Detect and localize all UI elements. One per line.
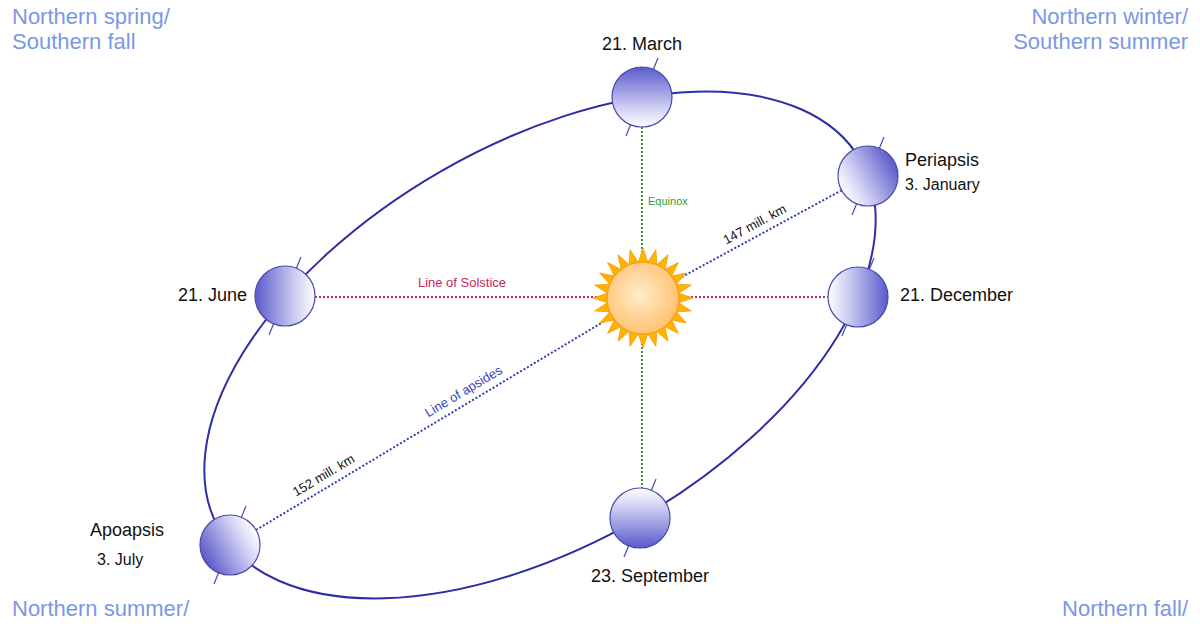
earth bbox=[200, 515, 260, 575]
apsis-label: Apoapsis bbox=[90, 520, 164, 541]
earth bbox=[255, 266, 315, 326]
earth-december bbox=[828, 258, 888, 336]
date-label: 23. September bbox=[591, 566, 709, 587]
sun-rays bbox=[593, 248, 693, 348]
sun bbox=[607, 262, 679, 334]
season-label: Northern winter/ Southern summer bbox=[988, 4, 1188, 55]
apsides-line bbox=[256, 298, 643, 530]
earth-periapsis bbox=[838, 137, 898, 215]
date-label: 21. December bbox=[900, 285, 1013, 306]
line-label: Line of apsides bbox=[423, 363, 506, 421]
earth bbox=[828, 267, 888, 327]
earth-apoapsis bbox=[200, 506, 260, 584]
line-label: Line of Solstice bbox=[418, 276, 506, 291]
line-label: Equinox bbox=[648, 195, 688, 208]
earth-march bbox=[612, 58, 672, 136]
date-label: 21. March bbox=[602, 34, 682, 55]
apsis-label: Periapsis bbox=[905, 150, 979, 171]
earth bbox=[610, 488, 670, 548]
distance-label: 147 mill. km bbox=[721, 202, 789, 248]
solstice-line bbox=[315, 296, 828, 298]
season-label: Northern spring/ Southern fall bbox=[12, 4, 202, 55]
date-label: 3. July bbox=[97, 551, 143, 569]
earth-september bbox=[610, 479, 670, 557]
season-label: Northern fall/ bbox=[1062, 596, 1188, 621]
season-label: Northern summer/ bbox=[12, 596, 189, 621]
distance-label: 152 mill. km bbox=[290, 452, 357, 500]
earth-june bbox=[255, 257, 315, 335]
date-label: 3. January bbox=[905, 176, 980, 194]
earth bbox=[838, 146, 898, 206]
orbit-ellipse bbox=[120, 0, 961, 630]
earth bbox=[612, 67, 672, 127]
date-label: 21. June bbox=[178, 285, 247, 306]
